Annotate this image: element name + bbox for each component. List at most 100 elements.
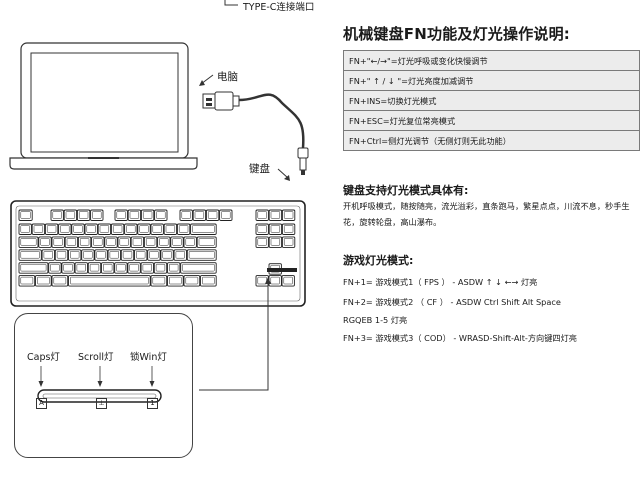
table-row: FN+" ↑ / ↓ "=灯光亮度加减调节: [343, 70, 640, 91]
keycap-top: [65, 211, 76, 219]
winlock-led-arrow-icon: [149, 381, 155, 387]
keycap-top: [70, 251, 80, 259]
keycap-top: [73, 225, 83, 233]
keycap-top: [194, 211, 205, 219]
led-bar-diagram: [37, 366, 162, 403]
scroll-led-label: Scroll灯: [78, 352, 114, 363]
caps-led-label: Caps灯: [27, 352, 60, 363]
keycap-top: [109, 251, 119, 259]
light-modes-text: 开机呼吸模式，随按随亮，流光溢彩，直条跑马，繁星点点，川流不息，秒手生花，旋转轮…: [343, 201, 630, 227]
keycap-top: [257, 211, 267, 219]
keycap-top: [188, 251, 215, 259]
keycap-top: [116, 211, 126, 219]
fn-row: FN+Ctrl=侧灯光调节（无侧灯则无此功能）: [343, 130, 640, 151]
keycap-top: [257, 225, 267, 233]
fn-row: FN+"←/→"=灯光呼吸或变化快慢调节: [343, 50, 640, 71]
keycap-top: [257, 276, 267, 285]
keycap-top: [129, 211, 140, 219]
led-leader-arrow-icon: [265, 277, 271, 284]
keycap-top: [182, 263, 215, 272]
keycap-top: [152, 276, 166, 285]
keycap-top: [181, 211, 191, 219]
keycap-top: [152, 225, 162, 233]
win-key-icon: 1: [147, 398, 158, 409]
keycap-top: [169, 276, 182, 285]
keycap-top: [52, 211, 62, 219]
keycap-top: [86, 225, 96, 233]
keyboard-icon: [10, 200, 306, 307]
keycap-top: [221, 211, 231, 219]
keyboard-arrow-icon: [277, 168, 290, 181]
keycap-top: [76, 263, 86, 272]
illustration: [9, 0, 309, 391]
keycap-top: [155, 263, 166, 272]
computer-label: 电脑: [217, 71, 238, 83]
keycap-top: [106, 238, 116, 246]
scroll-led-arrow-icon: [97, 381, 103, 387]
keycap-top: [185, 238, 195, 246]
fn-row: FN+INS=切换灯光模式: [343, 90, 640, 111]
keycap-top: [198, 238, 215, 246]
typec-port-label: TYPE-C连接端口: [243, 2, 315, 13]
keycap-top: [283, 225, 294, 233]
keycap-top: [122, 251, 133, 259]
keycap-top: [20, 238, 37, 246]
keycap-top: [162, 251, 172, 259]
keycap-top: [202, 276, 215, 285]
keycap-top: [283, 238, 294, 246]
keycap-top: [112, 225, 123, 233]
keycap-top: [43, 251, 53, 259]
typec-leader-line: [224, 0, 238, 6]
keycap-top: [156, 211, 166, 219]
game-mode-line: FN+2= 游戏模式2 （ CF ） - ASDW Ctrl Shift Alt…: [343, 297, 561, 307]
computer-arrow-icon: [199, 74, 214, 86]
keycap-top: [283, 276, 293, 285]
keycap-top: [185, 276, 199, 285]
fn-row: FN+" ↑ / ↓ "=灯光亮度加减调节: [343, 70, 640, 91]
keycap-top: [20, 251, 40, 259]
game-modes-heading: 游戏灯光模式:: [343, 254, 414, 267]
keyboard-label: 键盘: [249, 163, 270, 175]
usb-cable-icon: [202, 91, 309, 175]
keycap-top: [136, 251, 146, 259]
keycap-top: [178, 225, 189, 233]
keycap-top: [53, 276, 67, 285]
keycap-top: [119, 238, 129, 246]
keycap-top: [40, 238, 50, 246]
keycap-top: [20, 276, 34, 285]
keycap-top: [129, 263, 139, 272]
keycap-top: [149, 251, 159, 259]
keycap-top: [33, 225, 44, 233]
keycap-top: [83, 251, 93, 259]
keycap-top: [172, 238, 182, 246]
game-mode-line: FN+1= 游戏模式1（ FPS ） - ASDW ↑ ↓ ←→ 灯亮: [343, 277, 538, 287]
keycap-top: [50, 263, 60, 272]
keycap-top: [103, 263, 113, 272]
caps-led-arrow-icon: [38, 381, 44, 387]
keycap-top: [56, 251, 67, 259]
scroll-key-icon: ⊥: [96, 398, 107, 409]
keycap-top: [46, 225, 57, 233]
keycap-top: [96, 251, 106, 259]
keycap-top: [142, 263, 152, 272]
keycap-top: [116, 263, 126, 272]
keycap-top: [283, 211, 294, 219]
keycap-top: [270, 211, 281, 219]
keycap-top: [270, 238, 281, 246]
keycap-top: [132, 238, 143, 246]
keycap-top: [78, 211, 89, 219]
keycap-top: [70, 276, 149, 285]
game-mode-line: RGQEB 1-5 灯亮: [343, 315, 408, 325]
keycap-top: [53, 238, 63, 246]
table-row: FN+"←/→"=灯光呼吸或变化快慢调节: [343, 50, 640, 71]
keycap-top: [79, 238, 90, 246]
keycap-top: [37, 276, 50, 285]
page-title: 机械键盘FN功能及灯光操作说明:: [343, 25, 571, 43]
caps-key-icon: A: [36, 398, 47, 409]
keycap-top: [142, 211, 153, 219]
keycap-top: [139, 225, 149, 233]
keycap-top: [20, 263, 47, 272]
fn-row: FN+ESC=灯光复位常亮模式: [343, 110, 640, 131]
keycap-top: [165, 225, 176, 233]
keycap-top: [93, 238, 103, 246]
